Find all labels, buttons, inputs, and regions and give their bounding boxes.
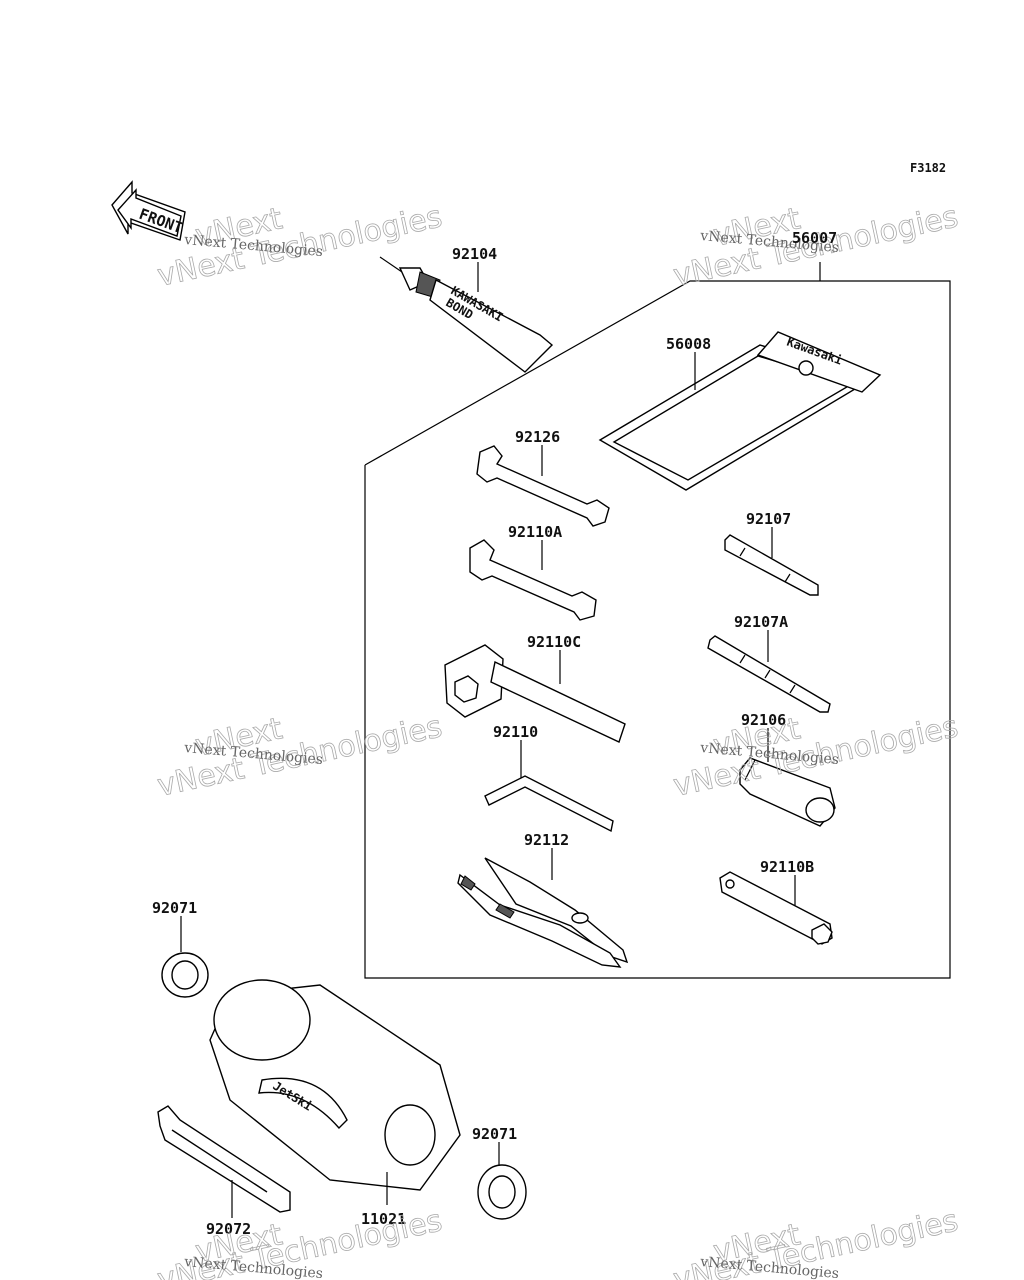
label-11021: 11021: [361, 1210, 406, 1228]
label-56008: 56008: [666, 335, 711, 353]
label-56007: 56007: [792, 229, 837, 247]
front-arrow: FRONT: [111, 180, 186, 241]
label-92110b: 92110B: [760, 858, 814, 876]
watermark-bottom-right: vNext vNext Technologies vNext Technolog…: [670, 1203, 962, 1280]
label-92104: 92104: [452, 245, 497, 263]
wrench-92110a: [469, 539, 597, 621]
watermark-mid-left: vNext vNext Technologies vNext Technolog…: [154, 709, 446, 804]
label-92072: 92072: [206, 1220, 251, 1238]
label-92110: 92110: [493, 723, 538, 741]
grommet-92071-left: [161, 952, 209, 998]
label-92110a: 92110A: [508, 523, 562, 541]
handle-92106: [739, 757, 836, 827]
label-92110c: 92110C: [527, 633, 581, 651]
hex-key-92110: [484, 775, 614, 833]
tool-kit-box: [364, 280, 951, 979]
box-spanner-92110b: [719, 871, 833, 945]
tool-bag-11021: JetSki: [209, 979, 461, 1191]
watermark-bottom-left: vNext vNext Technologies vNext Technolog…: [154, 1203, 446, 1280]
screwdriver-92107: [724, 534, 819, 596]
wrench-92126: [476, 445, 610, 527]
label-92126: 92126: [515, 428, 560, 446]
bond-tube: KAWASAKI BOND: [379, 256, 554, 373]
pliers-92112: [457, 857, 629, 968]
label-92107: 92107: [746, 510, 791, 528]
watermark-top-left: vNext vNext Technologies vNext Technolog…: [154, 199, 446, 294]
strap-92072: [157, 1105, 291, 1213]
diagram-code: F3182: [910, 161, 946, 175]
tool-pouch: Kawasaki: [598, 331, 882, 491]
label-92112: 92112: [524, 831, 569, 849]
label-92071-right: 92071: [472, 1125, 517, 1143]
label-92106: 92106: [741, 711, 786, 729]
plug-wrench-92110c: [444, 644, 626, 743]
label-92107a: 92107A: [734, 613, 788, 631]
screwdriver-92107a: [707, 635, 831, 713]
label-92071-left: 92071: [152, 899, 197, 917]
grommet-92071-right: [477, 1164, 527, 1220]
